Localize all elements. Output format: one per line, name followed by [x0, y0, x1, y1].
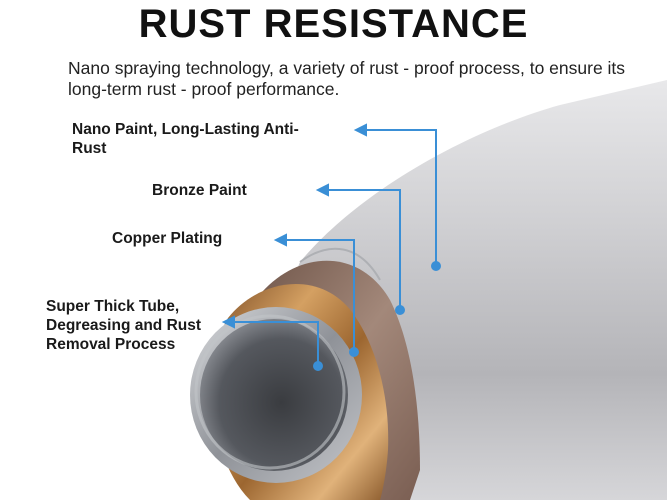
- label-super-thick-tube: Super Thick Tube, Degreasing and Rust Re…: [46, 298, 202, 353]
- callout-lines: [221, 123, 441, 371]
- callout-tube: [226, 321, 319, 366]
- description-text: Nano spraying technology, a variety of r…: [68, 58, 626, 99]
- label-copper-plating: Copper Plating: [112, 230, 223, 247]
- label-nano-paint: Nano Paint, Long-Lasting Anti-Rust: [72, 121, 299, 157]
- label-bronze-paint: Bronze Paint: [152, 182, 247, 199]
- page-title: RUST RESISTANCE: [138, 2, 529, 46]
- callout-copper: [278, 239, 355, 352]
- callout-nano: [358, 129, 437, 266]
- callout-bronze: [320, 189, 401, 310]
